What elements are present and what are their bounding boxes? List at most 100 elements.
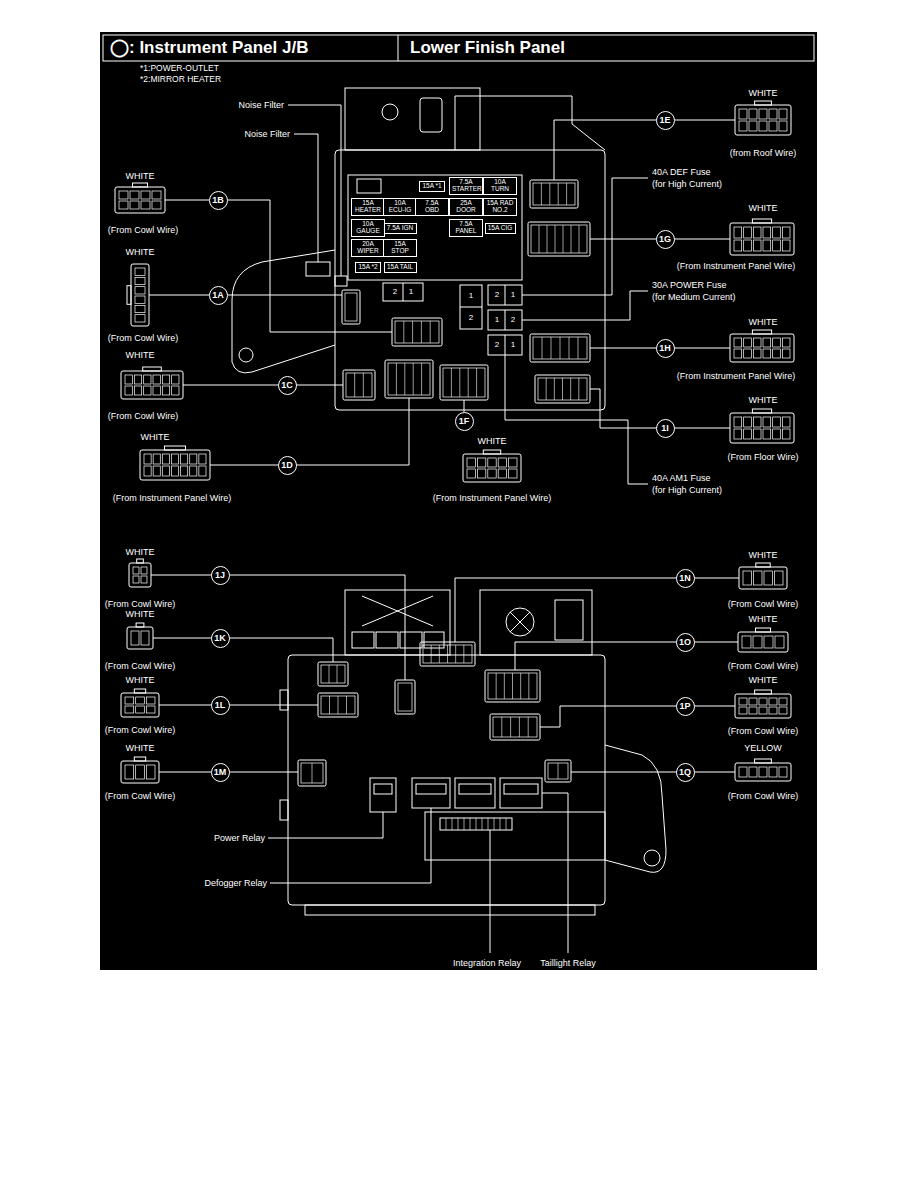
socket-shroud	[423, 645, 472, 663]
bracket-rib	[362, 596, 433, 626]
socket-shroud	[321, 696, 355, 714]
pin-cavity	[141, 567, 147, 574]
connector-latch	[137, 559, 144, 563]
connector-housing	[739, 567, 787, 589]
pin-cavity	[749, 707, 757, 714]
part-label: Defogger Relay	[204, 878, 267, 888]
bracket-rib	[510, 612, 530, 632]
connector-face: WHITE(From Cowl Wire)	[725, 548, 802, 611]
bracket-cell	[424, 632, 444, 648]
fuse-cell: 15A *2	[355, 262, 381, 273]
wire-source: (From Cowl Wire)	[108, 225, 179, 235]
connector-latch	[134, 757, 145, 761]
pin-cavity	[753, 429, 761, 439]
connector-face: WHITE(From Cowl Wire)	[725, 673, 802, 738]
fuse-rating: 7.5A STARTER	[452, 179, 480, 193]
mounting-bracket	[345, 88, 480, 150]
pin-divider	[563, 225, 564, 253]
wire-color: WHITE	[126, 743, 155, 753]
pin-cavity	[141, 631, 149, 645]
pin-cavity	[734, 349, 742, 358]
connector-housing	[730, 413, 794, 443]
mounting-arm	[232, 250, 335, 373]
pin-cavity	[759, 767, 767, 777]
connector-housing	[730, 223, 794, 255]
wire-color: WHITE	[749, 550, 778, 560]
pin-divider	[546, 378, 547, 400]
pin-divider	[547, 225, 548, 253]
socket-shroud	[301, 763, 323, 783]
fuse-rating: 20A WIPER	[354, 241, 382, 255]
pin-cavity	[764, 571, 773, 585]
pin-cavity	[130, 191, 139, 199]
fuse-rating: 15A *1	[422, 183, 441, 190]
pin-divider	[554, 378, 555, 400]
socket-shroud	[395, 321, 439, 343]
pin-divider	[512, 673, 513, 699]
pin-cavity	[131, 631, 139, 645]
pin-cavity	[130, 201, 139, 209]
connector-face: WHITE(From Cowl Wire)	[105, 245, 182, 345]
wire-color: WHITE	[126, 609, 155, 619]
note-text: *1:POWER-OUTLET	[140, 64, 219, 74]
pin-divider	[404, 363, 405, 395]
connector-face: WHITE(From Cowl Wire)	[102, 545, 179, 611]
fuse-cell: 15A HEATER	[351, 198, 385, 216]
fuse-rating: 7.5A PANEL	[452, 221, 480, 235]
leader-line	[522, 178, 648, 295]
pin-cavity	[162, 454, 169, 464]
connector-face: WHITE(From Floor Wire)	[725, 393, 802, 464]
wire-source: (From Instrument Panel Wire)	[433, 493, 552, 503]
connector-socket	[392, 318, 442, 346]
pin-cavity	[773, 349, 781, 358]
connector-socket	[420, 642, 475, 666]
pin-divider	[312, 763, 313, 783]
pin-divider	[346, 696, 347, 714]
pin-divider	[396, 363, 397, 395]
fuse-rating: 15A *2	[358, 264, 377, 271]
wire-color: WHITE	[749, 317, 778, 327]
pin-cavity	[779, 109, 787, 119]
pin-divider	[504, 673, 505, 699]
pin-divider	[412, 321, 413, 343]
connector-socket	[385, 360, 433, 398]
pin-cavity	[135, 277, 145, 284]
wire-color: YELLOW	[744, 743, 782, 753]
socket-shroud	[531, 225, 587, 253]
wire-source: (From Floor Wire)	[728, 452, 799, 462]
socket-shroud	[398, 683, 412, 711]
pin-cavity	[753, 227, 761, 238]
pin-cavity	[753, 240, 761, 251]
pin-cavity	[162, 386, 169, 395]
pin-divider	[541, 183, 542, 205]
pin-divider	[482, 818, 483, 830]
pin-cavity	[488, 458, 496, 467]
wire-source: (From Cowl Wire)	[105, 599, 176, 609]
mounting-hole	[382, 104, 398, 120]
pin-divider	[446, 818, 447, 830]
mounting-bracket	[455, 96, 605, 150]
connector-socket	[318, 662, 348, 686]
callout-code: 1N	[679, 574, 691, 583]
bracket-rib	[362, 596, 433, 626]
pin-divider	[455, 645, 456, 663]
pin-cavity	[782, 349, 790, 358]
connector-socket	[298, 760, 326, 786]
pin-cavity	[753, 338, 761, 347]
pin-cavity	[734, 429, 742, 439]
pin-cavity	[135, 268, 145, 275]
callout-number: 1P	[676, 697, 695, 716]
connector-housing	[121, 371, 183, 399]
pin-cavity	[759, 109, 767, 119]
fuse-cell: 15A RAD NO.2	[483, 198, 517, 216]
connector-latch	[483, 450, 500, 454]
housing-tab	[280, 800, 288, 820]
pin-cavity	[144, 454, 151, 464]
part-label: Power Relay	[214, 833, 265, 843]
pin-number: 1	[511, 290, 515, 299]
connector-latch	[756, 563, 770, 567]
pin-cavity	[136, 706, 145, 713]
fuse-rating: 25A DOOR	[452, 200, 480, 214]
pin-cavity	[753, 636, 762, 648]
